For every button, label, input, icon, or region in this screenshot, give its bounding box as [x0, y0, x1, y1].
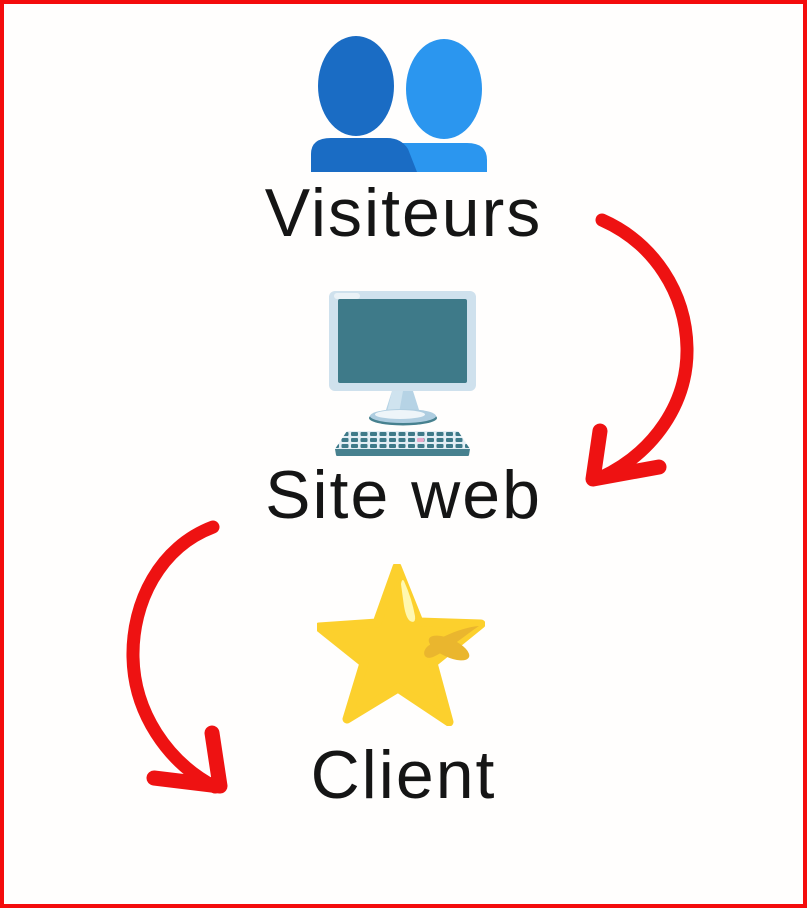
step-label-visiteurs: Visiteurs: [264, 175, 543, 251]
step-label-client: Client: [310, 737, 497, 813]
computer-monitor-icon: [329, 291, 476, 456]
two-users-icon: [311, 36, 487, 172]
arrow-siteweb-to-client: [126, 520, 228, 794]
star-icon: [317, 564, 485, 726]
arrow-visiteurs-to-siteweb: [585, 213, 694, 487]
step-label-siteweb: Site web: [265, 457, 542, 533]
